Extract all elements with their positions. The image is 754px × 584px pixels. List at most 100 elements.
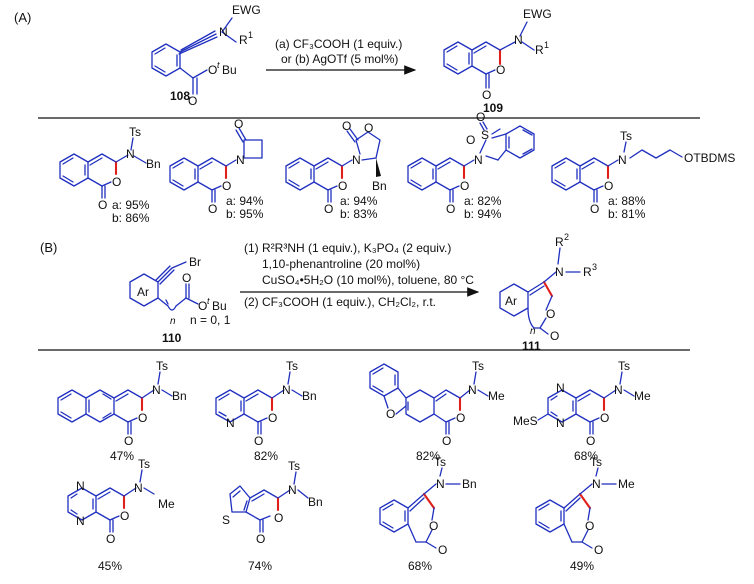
n-values-110: n = 0, 1	[190, 313, 231, 327]
product-b3	[369, 363, 489, 435]
n-index-111: n	[530, 326, 536, 337]
n-index-110: n	[170, 316, 176, 327]
bn-a3: Bn	[372, 179, 387, 193]
tert-t-110: t	[207, 296, 210, 306]
yield-a1-a: a: 95%	[112, 198, 150, 212]
yield-b3: 82%	[416, 449, 440, 463]
bn-b6: Bn	[308, 495, 323, 509]
o-carbonyl-110: O	[182, 271, 191, 285]
o-carbonyl-b3: O	[442, 434, 451, 448]
o-ring-b3: O	[456, 411, 465, 425]
o-oxaz-ring-a3: O	[364, 121, 373, 135]
r1-superscript: 1	[248, 30, 253, 40]
yield-a4-b: b: 94%	[464, 207, 502, 221]
o-carbonyl-a4: O	[446, 202, 455, 216]
condition-a-line2: or (b) AgOTf (5 mol%)	[281, 52, 398, 66]
o-ring-b1: O	[138, 411, 147, 425]
o-ring-a5: O	[604, 179, 613, 193]
s-thiophene-b6: S	[222, 513, 230, 527]
o-atom-110: O	[198, 299, 207, 313]
product-a5	[551, 141, 683, 203]
n-b3: N	[468, 383, 477, 397]
n-b8: N	[592, 477, 601, 491]
n-atom-108: N	[219, 25, 228, 39]
o-ring-b5: O	[120, 509, 129, 523]
ar-label-110: Ar	[137, 285, 149, 299]
o-carbonyl-a5: O	[590, 202, 599, 216]
bu-label-108: Bu	[222, 63, 237, 77]
bu-label-110: Bu	[212, 299, 227, 313]
compound-110-label: 110	[162, 331, 182, 345]
n-pyrazine-b5-1: N	[76, 479, 85, 493]
o-carbonyl-a3: O	[324, 202, 333, 216]
yield-a5-b: b: 81%	[608, 207, 646, 221]
o-ring-a4: O	[460, 179, 469, 193]
o-ring-109: O	[496, 63, 505, 77]
o-carbonyl-b2: O	[254, 434, 263, 448]
yield-b2: 82%	[254, 449, 278, 463]
yield-a3-a: a: 94%	[340, 194, 378, 208]
ts-b3: Ts	[472, 359, 484, 373]
yield-a5-a: a: 88%	[608, 194, 646, 208]
n-atom-109: N	[514, 33, 523, 47]
o-sulfonyl-a4-1: O	[476, 110, 485, 124]
ar-label-111: Ar	[505, 294, 517, 308]
o-carbonyl-111: O	[550, 329, 559, 343]
o-carbonyl-109: O	[482, 88, 491, 102]
ts-b6: Ts	[288, 459, 300, 473]
section-a-label: (A)	[14, 10, 31, 25]
tert-t-108: t	[217, 60, 220, 70]
n-b4: N	[614, 383, 623, 397]
bn-b2: Bn	[302, 389, 317, 403]
o-ring-b6: O	[274, 511, 283, 525]
ts-a1: Ts	[129, 125, 141, 139]
o-carbonyl-b7: O	[438, 543, 447, 557]
condition-b-line1: (1) R²R³NH (1 equiv.), K₃PO₄ (2 equiv.)	[244, 241, 451, 255]
n-b5: N	[134, 481, 143, 495]
ewg-label-109: EWG	[523, 7, 552, 21]
o-carbonyl-108: O	[188, 94, 197, 108]
mes-b4: MeS	[513, 414, 538, 428]
compound-111-label: 111	[522, 339, 541, 353]
o-ring-b7: O	[429, 519, 438, 533]
product-b2	[215, 371, 303, 435]
condition-b-line3: CuSO₄•5H₂O (10 mol%), toluene, 80 °C	[262, 273, 474, 287]
compound-110-structure	[129, 261, 199, 311]
product-b4	[537, 371, 635, 435]
compound-111-structure	[499, 247, 581, 335]
ts-b2: Ts	[286, 359, 298, 373]
o-sulfonyl-a4-2: O	[466, 133, 475, 147]
yield-a4-a: a: 82%	[464, 194, 502, 208]
otbdms-a5: OTBDMS	[684, 151, 735, 165]
r1-label-109: R	[535, 43, 544, 57]
condition-a-line1: (a) CF₃COOH (1 equiv.)	[275, 37, 402, 51]
o-atom-108: O	[208, 63, 217, 77]
yield-a1-b: b: 86%	[112, 211, 150, 225]
product-b8	[535, 467, 617, 549]
section-b-label: (B)	[40, 240, 57, 255]
ts-b5: Ts	[138, 457, 150, 471]
o-carbonyl-a2: O	[208, 202, 217, 216]
n-pyrazine-b5-2: N	[76, 514, 85, 528]
o-lactam-a2: O	[234, 117, 243, 131]
bn-b7: Bn	[462, 477, 477, 491]
o-furan-b3: O	[386, 407, 395, 421]
n-a4: N	[474, 153, 483, 167]
product-a1	[59, 137, 147, 199]
r2-label: R	[555, 235, 564, 249]
compound-109-label: 109	[483, 101, 503, 115]
compound-108-structure	[151, 17, 237, 95]
yield-b6: 74%	[248, 559, 272, 573]
yield-b5: 45%	[98, 559, 122, 573]
product-b7	[379, 467, 461, 549]
o-carbonyl-b5: O	[106, 532, 115, 546]
o-ring-a3: O	[338, 179, 347, 193]
n-a2: N	[236, 153, 245, 167]
ewg-label: EWG	[232, 3, 261, 17]
o-carbonyl-b6: O	[256, 532, 265, 546]
o-carbonyl-b1: O	[124, 434, 133, 448]
me-b8: Me	[618, 477, 635, 491]
yield-a2-b: b: 95%	[226, 207, 264, 221]
n-a1: N	[126, 147, 135, 161]
